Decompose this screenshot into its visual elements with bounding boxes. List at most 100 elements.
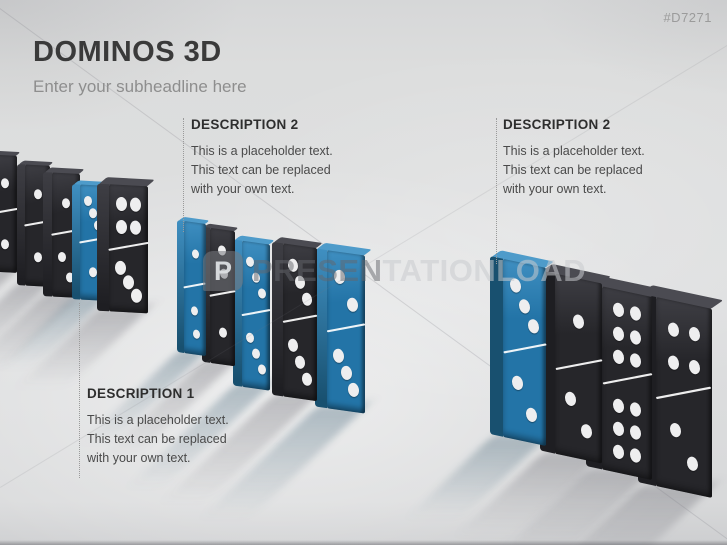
domino-pip <box>83 195 92 206</box>
domino-pip <box>301 371 312 387</box>
domino-divider-line <box>326 323 366 333</box>
domino-pip <box>630 447 641 465</box>
domino-pip <box>630 400 641 418</box>
domino-pip <box>340 365 352 381</box>
page-subtitle: Enter your subheadline here <box>33 77 247 96</box>
domino-pip <box>613 349 624 366</box>
connector-line-bottom-left <box>79 303 80 478</box>
domino-pip <box>525 406 537 423</box>
domino-pip <box>348 382 360 399</box>
domino-pip <box>688 358 700 376</box>
watermark-text-light: TATIONLOAD <box>382 253 587 288</box>
domino-pip <box>565 391 577 408</box>
domino-divider-line <box>209 290 236 298</box>
domino-pip <box>668 321 680 338</box>
domino-left-5-black <box>97 177 155 314</box>
domino-pip <box>668 354 680 371</box>
domino-pip <box>630 329 641 346</box>
domino-middle-2-black <box>202 223 239 367</box>
domino-pip <box>252 348 260 360</box>
domino-pip <box>512 374 524 392</box>
watermark-text-strong: PRESEN <box>252 253 383 288</box>
description-title: DESCRIPTION 2 <box>191 117 299 132</box>
domino-bottom-half <box>602 389 652 473</box>
product-id: #D7271 <box>663 10 712 25</box>
domino-pip <box>33 251 42 263</box>
domino-pip <box>191 249 199 260</box>
domino-pip <box>257 363 266 376</box>
domino-pip <box>0 178 9 189</box>
domino-pip <box>613 420 624 438</box>
domino-divider-line <box>0 207 18 215</box>
domino-pip <box>89 267 97 278</box>
domino-divider-line <box>241 308 271 316</box>
domino-pip <box>669 421 681 438</box>
connector-line-right <box>496 118 497 264</box>
domino-pip <box>613 397 624 414</box>
domino-right-2-black <box>540 263 612 464</box>
domino-bottom-half <box>327 339 365 408</box>
domino-pip <box>688 325 700 342</box>
domino-pip <box>346 296 358 313</box>
description-body: This is a placeholder text.This text can… <box>191 144 333 196</box>
domino-pip <box>115 219 127 234</box>
description-body: This is a placeholder text.This text can… <box>87 413 229 465</box>
domino-pip <box>33 189 42 200</box>
domino-divider-line <box>282 314 318 323</box>
description-body: This is a placeholder text.This text can… <box>503 144 645 196</box>
domino-bottom-half <box>503 358 546 438</box>
watermark-text: PRESENTATIONLOAD <box>252 253 586 289</box>
domino-bottom-half <box>283 329 317 395</box>
domino-pip <box>580 423 592 440</box>
domino-bottom-half <box>555 374 602 456</box>
domino-pip <box>295 354 305 370</box>
domino-pip <box>57 252 66 263</box>
connector-line-middle <box>183 118 184 232</box>
domino-top-half <box>656 305 712 392</box>
domino-front-face <box>656 296 712 498</box>
domino-pip <box>630 305 641 323</box>
domino-pip <box>613 444 624 461</box>
page-title: DOMINOS 3D <box>33 36 222 68</box>
domino-pip <box>130 220 142 235</box>
domino-top-half <box>109 189 148 242</box>
domino-pip <box>89 207 97 219</box>
domino-pip <box>191 306 199 317</box>
presentationload-logo-icon: P <box>203 251 243 291</box>
domino-pip <box>130 197 142 213</box>
domino-pip <box>115 196 127 212</box>
domino-pip <box>332 347 344 364</box>
domino-bottom-half <box>0 220 17 268</box>
domino-pip <box>527 318 539 335</box>
domino-pip <box>0 238 9 250</box>
domino-pip <box>192 329 200 340</box>
domino-pip <box>218 326 227 338</box>
domino-bottom-half <box>184 295 206 351</box>
domino-pip <box>519 297 530 315</box>
domino-divider-line <box>108 241 149 251</box>
domino-top-half <box>0 159 17 207</box>
domino-pip <box>630 352 641 369</box>
description-title: DESCRIPTION 1 <box>87 386 195 401</box>
domino-middle-1-blue <box>177 216 210 357</box>
watermark: P PRESENTATIONLOAD <box>203 251 586 291</box>
domino-front-face <box>108 184 149 314</box>
floor-edge-shading <box>0 540 727 545</box>
domino-pip <box>630 424 641 441</box>
domino-front-face <box>555 273 602 464</box>
domino-top-half <box>555 281 602 363</box>
domino-front-face <box>602 286 652 481</box>
domino-front-face <box>0 154 18 273</box>
domino-pip <box>573 313 584 330</box>
domino-pip <box>115 260 127 276</box>
domino-bottom-half <box>109 255 148 308</box>
description-block-right: DESCRIPTION 2 This is a placeholder text… <box>503 117 645 199</box>
domino-pip <box>123 274 134 290</box>
domino-bottom-half <box>656 403 712 490</box>
domino-pip <box>613 325 624 342</box>
domino-pip <box>288 337 299 353</box>
description-title: DESCRIPTION 2 <box>503 117 611 132</box>
description-block-bottom-left: DESCRIPTION 1 This is a placeholder text… <box>87 386 229 468</box>
domino-pip <box>613 302 624 319</box>
domino-pip <box>687 455 699 472</box>
